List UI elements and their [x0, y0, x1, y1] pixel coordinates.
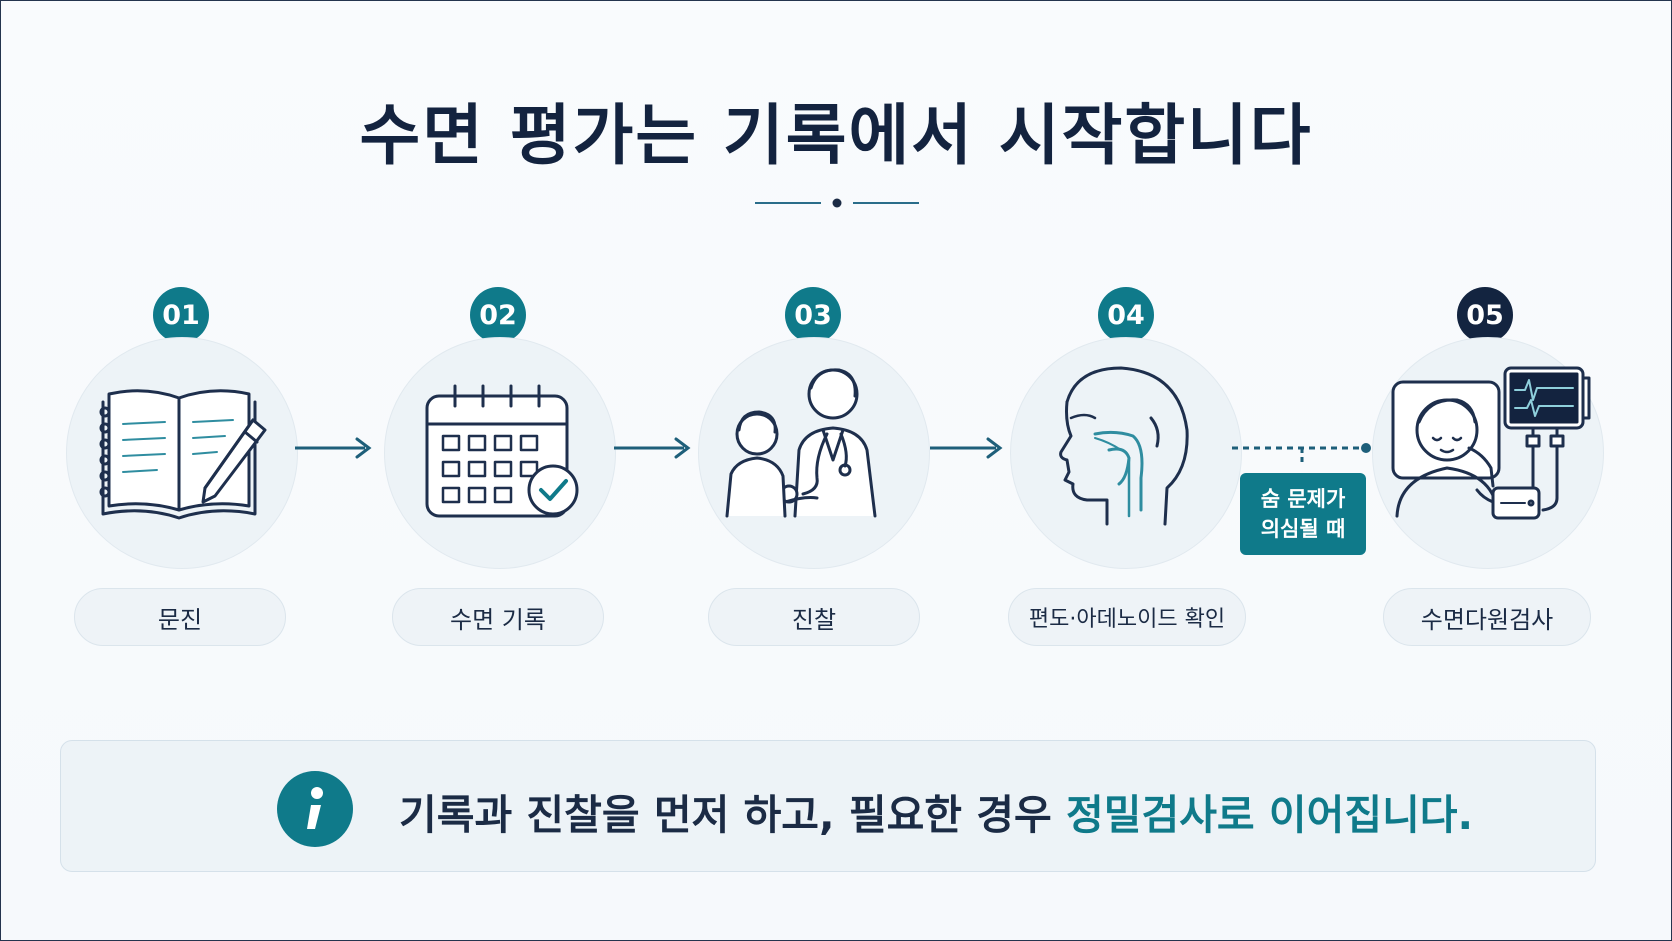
step-label-1: 문진 [74, 588, 286, 646]
arrow-2-3 [614, 437, 691, 459]
sleep-monitor-icon [1391, 366, 1591, 520]
arrow-1-2 [295, 437, 372, 459]
step-number-1: 01 [153, 287, 209, 343]
step-circle-1 [66, 337, 298, 569]
info-banner: 기록과 진찰을 먼저 하고, 필요한 경우 정밀검사로 이어집니다. [60, 740, 1596, 872]
condition-callout: 숨 문제가 의심될 때 [1240, 473, 1366, 555]
info-text-main: 기록과 진찰을 먼저 하고, 필요한 경우 [399, 791, 1067, 839]
step-number-5: 05 [1457, 287, 1513, 343]
step-circle-4 [1010, 337, 1242, 569]
step-circle-5 [1372, 337, 1604, 569]
info-icon [277, 771, 353, 847]
info-text-highlight: 정밀검사로 이어집니다. [1066, 791, 1474, 839]
step-circle-3 [698, 337, 930, 569]
calendar-check-icon [425, 384, 579, 518]
step-number-4: 04 [1098, 287, 1154, 343]
title-divider [755, 198, 919, 208]
step-label-4: 편도·아데노이드 확인 [1008, 588, 1246, 646]
step-label-3: 진찰 [708, 588, 920, 646]
arrow-3-4 [930, 437, 1003, 459]
step-circle-2 [384, 337, 616, 569]
head-airway-icon [1059, 366, 1189, 526]
callout-line-1: 숨 문제가 [1260, 487, 1346, 511]
doctor-stethoscope-icon [725, 368, 877, 518]
info-message: 기록과 진찰을 먼저 하고, 필요한 경우 정밀검사로 이어집니다. [399, 781, 1473, 841]
dashed-connector [1232, 443, 1371, 463]
step-number-3: 03 [785, 287, 841, 343]
notebook-pen-icon [99, 389, 267, 520]
callout-line-2: 의심될 때 [1260, 517, 1346, 541]
step-label-5: 수면다원검사 [1383, 588, 1591, 646]
page-title: 수면 평가는 기록에서 시작합니다 [359, 97, 1313, 174]
step-number-2: 02 [470, 287, 526, 343]
step-label-2: 수면 기록 [392, 588, 604, 646]
